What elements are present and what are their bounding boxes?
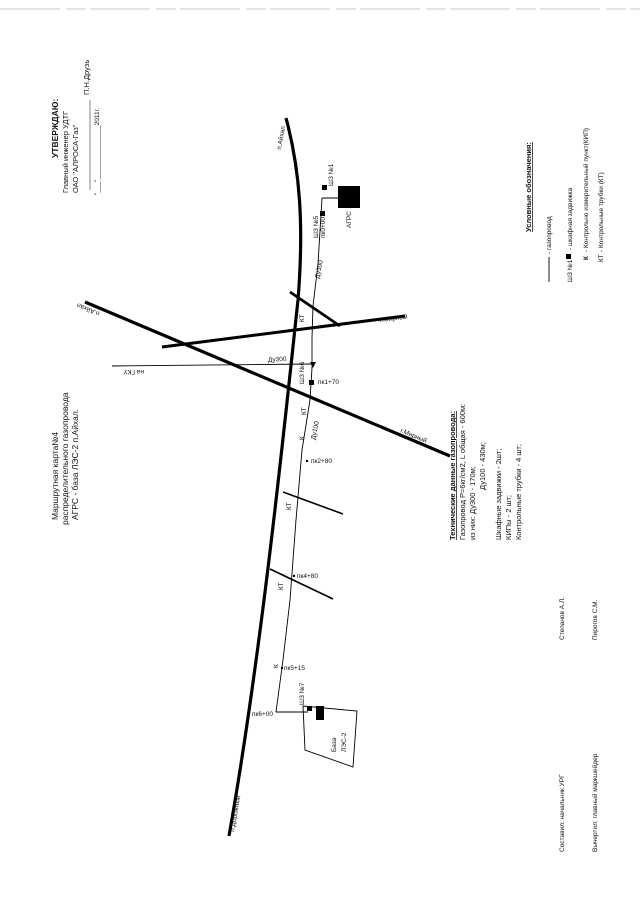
approval-date: "___"_______________2011г.: [94, 108, 101, 195]
pk280-point: [305, 459, 309, 463]
legend-valve-text: - шкафная задвижка: [567, 188, 574, 250]
pipe-label-d100: Ду100: [310, 420, 321, 440]
legend-title: Условные обозначения:: [524, 142, 533, 232]
approval-line1: Главный инженер УДТГ: [61, 111, 70, 193]
pk480-label: пк4+80: [297, 573, 318, 580]
legend-valve-icon: [566, 254, 571, 259]
valve1-label: ШЗ №1: [328, 163, 335, 186]
approval-block: УТВЕРЖДАЮ: Главный инженер УДТГ ОАО "АЛР…: [50, 60, 101, 195]
approval-line2: ОАО "АЛРОСА-Газ": [71, 124, 80, 193]
legend-kip-text: - Контрольно измерительный пункт(КИП): [582, 128, 590, 252]
valve7-marker: [307, 706, 312, 711]
legend-kip-symbol: К: [583, 256, 590, 260]
tech-heading: Технические данные газопровода:: [448, 411, 457, 540]
legend-block: Условные обозначения: - газопровод ШЗ №1…: [524, 128, 605, 282]
road-spur-ne: [289, 290, 341, 328]
approval-signer: П.Н.Друзь: [82, 60, 91, 95]
tech-line2: из них: Ду300 - 170м;: [468, 466, 477, 540]
legend-valve-code: ШЗ №1: [567, 259, 574, 282]
pipe-label-d300: Ду300: [314, 259, 325, 279]
valve7-label: ШЗ №7: [299, 682, 306, 705]
kt-marker-1: КТ: [299, 314, 306, 322]
map-title-line2: распределительного газопровода: [60, 392, 70, 525]
pk480-point: [292, 574, 296, 578]
base-label-2: ЛЭС-2: [341, 732, 348, 752]
valve6-label: ШЗ №6: [299, 361, 306, 384]
road-side-2: [269, 568, 334, 600]
pipe-d100-lower: [275, 367, 313, 713]
tech-line3: Ду100 - 430м;: [478, 442, 487, 490]
pk600-label: пк6+00: [252, 711, 273, 718]
road-label-mirny-1: г.Мирный: [379, 313, 408, 324]
kip-marker-1: К: [299, 436, 306, 440]
tech-line1: Газопровод Р=6кг/см2, L общая - 600м:: [458, 404, 467, 540]
pipe-gku-branch: [111, 363, 313, 367]
road-main-dorozhny-aykhal: [227, 117, 303, 837]
kt-marker-3: КТ: [286, 502, 293, 510]
valve6-node: ШЗ №6 пк1+70: [299, 361, 339, 386]
tech-data-block: Технические данные газопровода: Газопров…: [448, 404, 523, 540]
pipe-d300-upper: [311, 197, 323, 368]
base-building: [316, 706, 324, 720]
map-title-line1: Маршрутная карта№4: [50, 432, 60, 520]
road-diagonal-aykhal-mirny: [84, 300, 451, 458]
tech-line4: Шкафные задвижки - 2шт;: [494, 449, 503, 540]
pk515-point: [280, 666, 284, 670]
signature-role-1: Составил: начальник УРГ: [559, 774, 566, 852]
kt-marker-4: КТ: [278, 582, 285, 590]
signature-name-1: Степанов А.Л.: [559, 597, 566, 640]
valve6-marker: [309, 380, 314, 385]
pk515-label: пк5+15: [284, 665, 305, 672]
map-title-block: Маршрутная карта№4 распределительного га…: [50, 392, 80, 525]
base-label-1: База: [331, 737, 338, 752]
approval-title: УТВЕРЖДАЮ:: [50, 99, 60, 158]
valve5-marker: [320, 211, 325, 216]
agrs-block: [338, 186, 360, 208]
pk280-label: пк2+80: [311, 458, 332, 465]
gku-label: на ГКУ: [123, 368, 144, 375]
map-title-line3: АГРС - база ЛЭС-2 п.Айхал.: [70, 409, 80, 520]
valve5-label: ШЗ №5: [313, 215, 320, 238]
legend-kt-text: - Контрольные трубки (КТ): [597, 172, 605, 252]
base-les2: ШЗ №7 База ЛЭС-2 пк6+00: [252, 682, 358, 768]
kt-marker-2: КТ: [301, 407, 308, 415]
tech-line5: КИПы - 2 шт;: [504, 495, 513, 540]
road-label-aykhal-north: п.Айхал: [275, 125, 287, 150]
legend-kt-symbol: КТ: [598, 254, 605, 262]
pk170-label: пк1+70: [318, 379, 339, 386]
legend-gas-text: - газопровод: [546, 216, 553, 254]
pipe-label-d300-gku: Ду300: [268, 356, 287, 364]
valve6-arrow-icon: [310, 362, 316, 368]
signature-name-2: Пирогов С.М.: [592, 599, 599, 640]
agrs-station: АГРС ШЗ №1: [322, 163, 360, 228]
roads: [84, 117, 451, 837]
road-side-1: [282, 491, 344, 515]
kt-markers: КТ КТ КТ КТ К К: [273, 314, 308, 668]
agrs-label: АГРС: [346, 211, 353, 228]
road-connector-west: [161, 314, 406, 349]
signature-role-2: Вычертил: главный маркшейдер: [591, 753, 599, 852]
valve1-marker: [322, 185, 327, 190]
tech-line6: Контрольные трубки - 4 шт;: [514, 444, 523, 540]
gas-pipeline: [111, 197, 339, 713]
kip-marker-2: К: [273, 664, 280, 668]
base-outline: [302, 705, 358, 768]
road-label-dorozhny: п.Дорожный: [228, 794, 242, 832]
pk0-label: пк0+00: [320, 217, 327, 238]
signatures-block: Составил: начальник УРГ Степанов А.Л. Вы…: [559, 597, 599, 852]
